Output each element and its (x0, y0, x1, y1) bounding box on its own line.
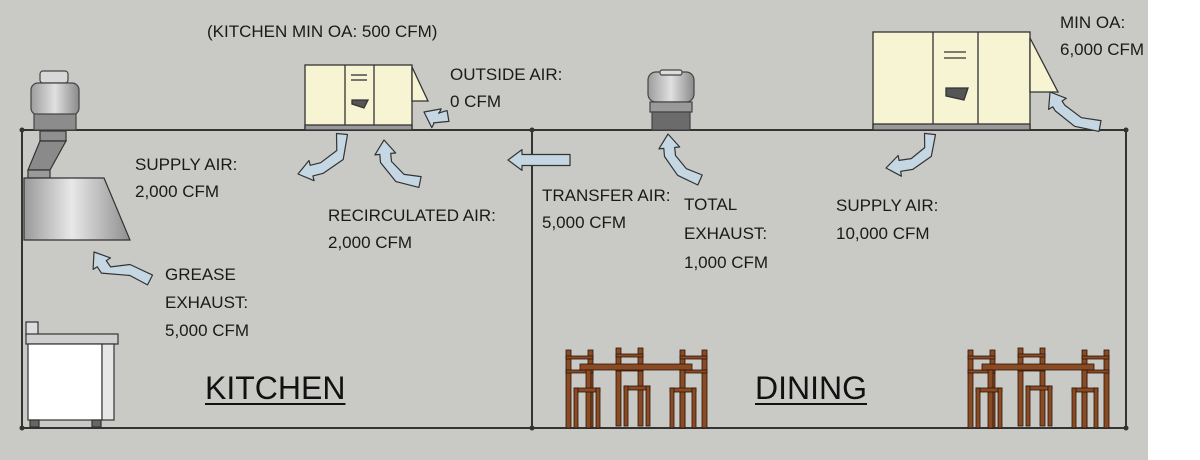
dining-rtu-icon (872, 31, 1060, 131)
airflow-arrows (92, 91, 1102, 286)
recirculated-air-title: RECIRCULATED AIR: (328, 206, 496, 225)
kitchen-room-label: KITCHEN (205, 370, 346, 406)
grease-exhaust-line2: EXHAUST: (165, 293, 249, 312)
transfer-air-value: 5,000 CFM (542, 213, 627, 232)
dining-room-label: DINING (755, 370, 867, 406)
kitchen-supply-air-title: SUPPLY AIR: (135, 155, 238, 174)
dining-table-icon-2 (967, 347, 1110, 429)
grease-exhaust-fan-icon (30, 70, 80, 131)
general-exhaust-fan-icon (647, 69, 695, 131)
building-section-drawing (19, 31, 1129, 431)
min-oa-arrow-icon (1048, 91, 1102, 132)
total-exhaust-value: 1,000 CFM (684, 253, 769, 272)
dining-supply-air-title: SUPPLY AIR: (836, 196, 939, 215)
diagram-canvas: (KITCHEN MIN OA: 500 CFM) OUTSIDE AIR: 0… (0, 0, 1148, 460)
kitchen-rtu-icon (304, 64, 430, 131)
dining-supply-air-arrow-icon (885, 132, 937, 177)
min-oa-title: MIN OA: (1060, 13, 1126, 32)
dining-table-icon-1 (565, 347, 708, 429)
range-icon (25, 321, 119, 428)
kitchen-hood-icon (23, 130, 131, 241)
outside-air-title: OUTSIDE AIR: (450, 65, 563, 84)
grease-exhaust-arrow-icon (92, 251, 154, 286)
dining-supply-air-value: 10,000 CFM (836, 224, 930, 243)
transfer-air-arrow-icon (507, 149, 571, 171)
grease-exhaust-line1: GREASE (165, 265, 236, 284)
grease-exhaust-value: 5,000 CFM (165, 321, 250, 340)
outside-air-value: 0 CFM (450, 92, 501, 111)
transfer-air-title: TRANSFER AIR: (542, 186, 671, 205)
kitchen-min-oa-label: (KITCHEN MIN OA: 500 CFM) (207, 22, 438, 41)
dining-tables (565, 347, 1110, 429)
total-exhaust-line1: TOTAL (684, 195, 738, 214)
kitchen-supply-air-arrow-icon (297, 132, 349, 182)
recirculated-air-arrow-icon (374, 139, 422, 188)
total-exhaust-arrow-icon (658, 133, 703, 186)
total-exhaust-line2: EXHAUST: (684, 224, 768, 243)
kitchen-supply-air-value: 2,000 CFM (135, 182, 220, 201)
outside-air-arrow-icon (423, 108, 450, 129)
min-oa-value: 6,000 CFM (1060, 40, 1145, 59)
recirculated-air-value: 2,000 CFM (328, 233, 413, 252)
